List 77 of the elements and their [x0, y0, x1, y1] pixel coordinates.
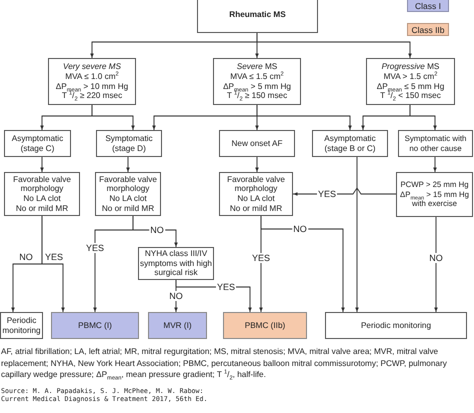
node-text: MVA ≤ 1.0 cm$^{2}$	[65, 72, 119, 82]
process-box	[325, 312, 467, 339]
node-text: No LA clot	[23, 194, 61, 204]
process-box	[219, 172, 293, 216]
arrow	[433, 156, 437, 172]
arrow	[92, 104, 135, 130]
node-text: T $^{1}$/$_{2}$ < 150 msec	[380, 91, 441, 101]
node-text: No LA clot	[109, 194, 147, 204]
process-box	[95, 172, 161, 216]
node-text: No LA clot	[237, 194, 275, 204]
node-heading: Progressive MS	[382, 62, 440, 72]
node-text: T $^{1}$/$_{2}$ ≥ 150 msec	[226, 91, 288, 101]
arrow	[176, 280, 252, 312]
process-box	[4, 130, 71, 157]
process-box	[96, 130, 162, 157]
edge-label: YES	[85, 243, 105, 253]
node-heading: Favorable valve morphology	[226, 174, 286, 194]
node-heading: Favorable valve morphology	[12, 174, 72, 194]
process-box	[197, 0, 318, 33]
node-text: ΔP$_{mean}$ ≤ 5 mm Hg	[376, 82, 444, 92]
node-text: NYHA class III/IV symptoms with high surgical risk	[140, 249, 212, 278]
arrow	[256, 32, 412, 58]
node-text: No or mild MR	[102, 204, 154, 214]
edge-label: YES	[251, 253, 271, 263]
legend-label: Class I	[415, 0, 441, 10]
node-text: Asymptomatic (stage B or C)	[323, 134, 377, 154]
edge-label: YES	[216, 282, 236, 292]
edge-label: YES	[44, 252, 64, 262]
arrow	[255, 156, 259, 172]
node-text: MVR (I)	[163, 320, 192, 330]
process-box	[4, 172, 80, 216]
edge-label: NO	[149, 225, 165, 235]
arrow	[256, 104, 352, 130]
footnote: AF, atrial fibrillation; LA, left atrial; MR, mitral regurgitation; MS, mitral stenosis; MVA, mitral valve area; MVR, mitral valve replacement; NYHA, New York Heart Association; PBMC, percutaneous balloon mitral commissurotomy; PCWP, pulmonary capillary wedge pressure; ΔP$_{mean}$, mean pressure gradient; T $^{1}$/$_{2}$, half-life.	[1, 346, 448, 380]
node-text: ΔP$_{mean}$ > 10 mm Hg	[56, 82, 128, 92]
node-heading: Favorable valve morphology	[98, 174, 158, 194]
node-text: No or mild MR	[230, 204, 282, 214]
node-text: T $^{1}$/$_{2}$ ≥ 220 msec	[62, 91, 122, 101]
process-box	[312, 130, 388, 157]
outcome-box	[148, 312, 207, 339]
legend-label: Class IIb	[411, 24, 445, 34]
process-box	[398, 130, 473, 157]
process-box	[396, 172, 473, 217]
arrow	[292, 187, 396, 196]
node-text: MVA > 1.5 cm$^{2}$	[384, 72, 438, 82]
arrow	[410, 104, 437, 130]
node-text: Rheumatic MS	[229, 10, 286, 20]
node-text: PBMC (I)	[78, 320, 112, 330]
arrow	[42, 216, 65, 312]
node-text: Symptomatic (stage D)	[104, 134, 154, 154]
node-text: PBMC (IIb)	[244, 320, 286, 330]
node-heading: Severe MS	[236, 62, 278, 72]
arrow	[40, 156, 44, 172]
node-text: MVA ≤ 1.5 cm$^{2}$	[230, 72, 284, 82]
process-box	[219, 130, 295, 157]
arrow	[126, 156, 130, 172]
outcome-box	[223, 312, 307, 339]
node-text: Periodic monitoring	[360, 320, 432, 330]
edge-label: NO	[292, 224, 308, 234]
node-heading: Very severe MS	[63, 62, 121, 72]
node-text: Periodic monitoring	[2, 316, 41, 336]
arrow	[355, 156, 359, 312]
node-text: Asymptomatic (stage C)	[10, 134, 64, 154]
edge-label: NO	[428, 253, 444, 263]
edge-label: NO	[18, 252, 34, 262]
node-text: New onset AF	[232, 138, 282, 148]
node-text: ΔP$_{mean}$ > 5 mm Hg	[223, 82, 291, 92]
edge-label: NO	[168, 291, 184, 301]
process-box	[213, 58, 301, 105]
edge-label: YES	[317, 189, 337, 199]
arrow	[434, 216, 438, 312]
process-box	[366, 58, 455, 105]
arrow	[132, 216, 178, 248]
process-box	[48, 58, 136, 105]
outcome-box	[51, 312, 139, 339]
node-text: No or mild MR	[16, 204, 68, 214]
arrow	[260, 216, 345, 312]
